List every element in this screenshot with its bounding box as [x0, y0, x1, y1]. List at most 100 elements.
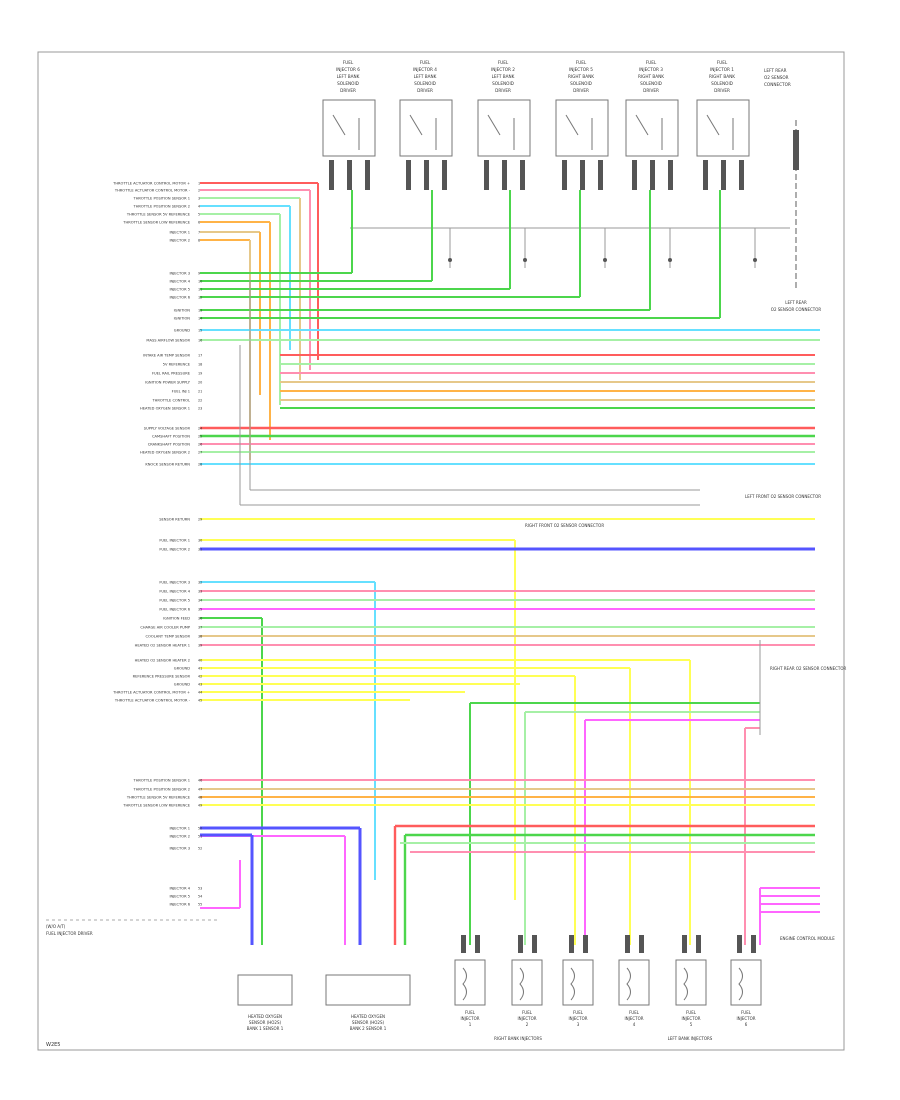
module-label: INJECTOR 5	[569, 67, 593, 72]
connector-pin	[580, 160, 585, 190]
injector-label: INJECTOR	[568, 1016, 587, 1021]
connector-pin	[475, 935, 480, 953]
pin-label: THROTTLE POSITION SENSOR 2	[133, 205, 191, 209]
pin-number: 45	[198, 699, 202, 703]
pin-number: 41	[198, 667, 202, 671]
module-label: FUEL	[498, 60, 509, 65]
module-label: DRIVER	[714, 88, 730, 93]
pin-label: INJECTOR 1	[169, 231, 190, 235]
pin-label: FUEL INJECTOR 6	[159, 608, 190, 612]
splice	[753, 258, 757, 262]
pin-label: IGNITION	[174, 317, 191, 321]
pin-number: 43	[198, 683, 202, 687]
pin-number: 16	[198, 339, 202, 343]
driver-module-box	[477, 99, 531, 157]
connector-pin	[532, 935, 537, 953]
pin-number: 20	[198, 381, 202, 385]
switch-symbol	[487, 114, 501, 136]
pin-number: 36	[198, 617, 202, 621]
injector-box	[562, 959, 594, 1006]
connector-pin	[598, 160, 603, 190]
connector-pin	[668, 160, 673, 190]
pin-label: IGNITION FEED	[163, 617, 190, 621]
pin-number: 10	[198, 280, 202, 284]
connector-pin	[703, 160, 708, 190]
o2-sensor-label: BANK 2 SENSOR 1	[350, 1026, 387, 1031]
connector-pin	[632, 160, 637, 190]
splice	[603, 258, 607, 262]
module-label: DRIVER	[417, 88, 433, 93]
pin-label: 5V REFERENCE	[163, 363, 191, 367]
injector-label: FUEL	[465, 1010, 476, 1015]
pin-number: 49	[198, 804, 202, 808]
connector-pin	[520, 160, 525, 190]
pin-label: INJECTOR 6	[169, 903, 190, 907]
wire-harness	[200, 182, 820, 945]
connector-label: CONNECTOR	[764, 82, 791, 87]
pin-label: THROTTLE ACTUATOR CONTROL MOTOR -	[114, 699, 191, 703]
pin-label: FUEL INJECTOR 1	[159, 539, 190, 543]
pin-label: FUEL INJECTOR 3	[159, 581, 190, 585]
pin-label: FUEL RAIL PRESSURE	[152, 372, 191, 376]
pin-label: IGNITION POWER SUPPLY	[145, 381, 191, 385]
o2-sensor-label: BANK 1 SENSOR 1	[247, 1026, 284, 1031]
injector-label: FUEL	[522, 1010, 533, 1015]
pin-label: KNOCK SENSOR RETURN	[145, 463, 190, 467]
injector-label: 1	[469, 1022, 472, 1027]
pin-label: MASS AIRFLOW SENSOR	[146, 339, 190, 343]
injector-label: INJECTOR	[517, 1016, 536, 1021]
connector-pin	[639, 935, 644, 953]
o2-sensor-box	[325, 974, 411, 1006]
switch-symbol	[409, 114, 423, 136]
pin-label: INJECTOR 6	[169, 296, 190, 300]
connector-note: RIGHT FRONT O2 SENSOR CONNECTOR	[525, 523, 604, 528]
page-code: W2E5	[46, 1042, 60, 1048]
pin-number: 15	[198, 329, 202, 333]
injector-box	[618, 959, 650, 1006]
driver-module-box	[399, 99, 453, 157]
module-label: SOLENOID	[640, 81, 662, 86]
pin-number: 38	[198, 635, 202, 639]
pin-number: 14	[198, 317, 202, 321]
pin-label: HEATED O2 SENSOR HEATER 1	[135, 644, 190, 648]
pin-number: 19	[198, 372, 202, 376]
switch-symbol	[635, 114, 649, 136]
module-label: INJECTOR 4	[413, 67, 437, 72]
o2-sensor-label: SENSOR (HO2S)	[249, 1020, 282, 1025]
pin-number: 6	[198, 221, 200, 225]
connector-pin	[365, 160, 370, 190]
module-label: INJECTOR 1	[710, 67, 734, 72]
connector-pin	[625, 935, 630, 953]
pin-number: 51	[198, 835, 202, 839]
pin-number: 39	[198, 644, 202, 648]
switch-symbol	[706, 114, 720, 136]
splice	[668, 258, 672, 262]
pin-number: 4	[198, 205, 200, 209]
module-label: RIGHT BANK	[709, 74, 735, 79]
connector-pin	[583, 935, 588, 953]
pin-label: FUEL INJECTOR 4	[159, 590, 190, 594]
pin-label: GROUND	[174, 667, 190, 671]
connector-pin	[502, 160, 507, 190]
module-label: SOLENOID	[570, 81, 592, 86]
pin-number: 7	[198, 231, 200, 235]
driver-module-box	[696, 99, 750, 157]
module-label: INJECTOR 2	[491, 67, 515, 72]
pin-number: 40	[198, 659, 202, 663]
pin-number: 42	[198, 675, 202, 679]
pin-label: THROTTLE POSITION SENSOR 2	[133, 788, 191, 792]
injector-box	[730, 959, 762, 1006]
connector-note: FUEL INJECTOR DRIVER	[46, 931, 93, 936]
pin-number: 23	[198, 407, 202, 411]
connector-pin	[562, 160, 567, 190]
connector-pin	[406, 160, 411, 190]
pin-label: INJECTOR 3	[169, 847, 190, 851]
pin-number: 9	[198, 272, 200, 276]
pin-label: INTAKE AIR TEMP SENSOR	[143, 354, 190, 358]
splice	[523, 258, 527, 262]
pin-label: THROTTLE ACTUATOR CONTROL MOTOR -	[114, 189, 191, 193]
injector-coil-icon	[519, 967, 524, 1001]
pin-label: HEATED O2 SENSOR HEATER 2	[135, 659, 190, 663]
